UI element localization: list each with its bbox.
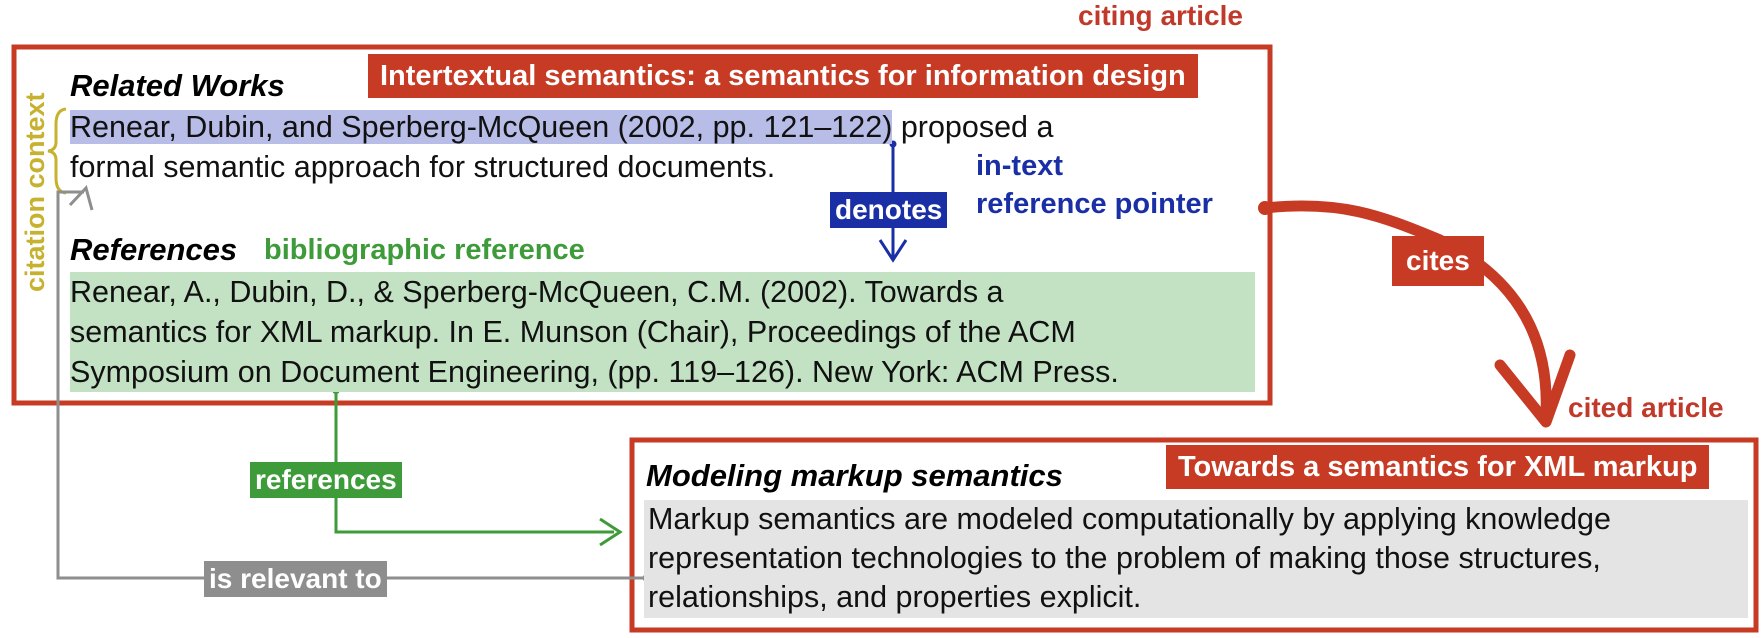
citation-sentence-line1: Renear, Dubin, and Sperberg-McQueen (200… xyxy=(70,109,1053,145)
cited-article-box xyxy=(629,437,1759,633)
bibliographic-reference-block: Renear, A., Dubin, D., & Sperberg-McQuee… xyxy=(70,272,1255,392)
in-text-reference-pointer: Renear, Dubin, and Sperberg-McQueen (200… xyxy=(70,110,893,144)
bibliographic-reference-label: bibliographic reference xyxy=(264,234,585,266)
related-works-heading: Related Works xyxy=(70,68,285,103)
references-label: references xyxy=(250,462,402,498)
citing-article-box xyxy=(11,44,1273,406)
citation-sentence-line2: formal semantic approach for structured … xyxy=(70,150,776,184)
citing-article-title: Intertextual semantics: a semantics for … xyxy=(368,54,1198,98)
reference-line: Symposium on Document Engineering, (pp. … xyxy=(70,355,1119,389)
passage-line: relationships, and properties explicit. xyxy=(648,580,1142,614)
passage-line: Markup semantics are modeled computation… xyxy=(648,502,1611,536)
cited-article-label: cited article xyxy=(1568,392,1724,423)
cites-label: cites xyxy=(1392,236,1484,286)
cited-article-passage: Markup semantics are modeled computation… xyxy=(644,500,1748,618)
reference-line: Renear, A., Dubin, D., & Sperberg-McQuee… xyxy=(70,275,1004,309)
cited-article-title: Towards a semantics for XML markup xyxy=(1166,445,1710,489)
references-arrow xyxy=(334,390,614,534)
in-text-label-line2: reference pointer xyxy=(976,188,1213,220)
cited-article-heading: Modeling markup semantics xyxy=(646,458,1063,493)
denotes-label: denotes xyxy=(830,192,948,228)
citation-sentence-rest: proposed a xyxy=(892,110,1054,144)
passage-line: representation technologies to the probl… xyxy=(648,541,1601,575)
citing-article-label: citing article xyxy=(1078,0,1243,31)
is-relevant-to-label: is relevant to xyxy=(204,561,387,597)
references-heading: References xyxy=(70,232,238,267)
reference-line: semantics for XML markup. In E. Munson (… xyxy=(70,315,1076,349)
citation-context-label: citation context xyxy=(20,92,50,292)
in-text-label-line1: in-text xyxy=(976,150,1063,182)
citation-context-brace xyxy=(47,107,67,195)
